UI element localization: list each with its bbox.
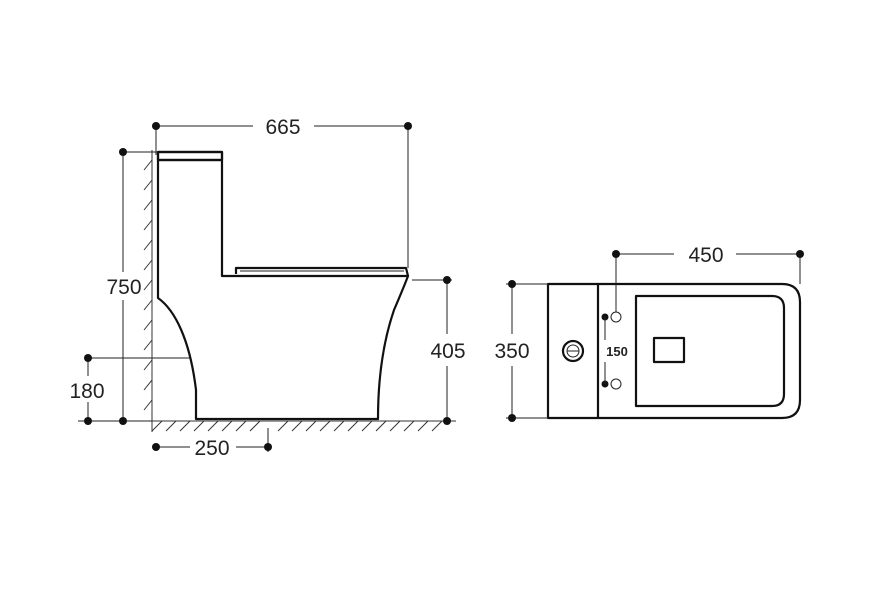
mounting-hole-icon [610,378,622,390]
dim-405: 405 [412,276,466,425]
bowl-rim [634,294,786,408]
floor-hatching [151,420,456,432]
flush-button-icon [561,339,585,363]
dim-250-label: 250 [194,437,229,460]
tank-lid [156,150,224,162]
toilet-side-outline [156,150,410,421]
dim-665: 665 [152,116,412,268]
dim-180: 180 [69,354,105,425]
seat-lid [234,266,410,277]
side-view: 665 750 180 250 [69,116,465,460]
dim-665-label: 665 [265,116,300,139]
wall-hatching [143,150,153,432]
dim-405-label: 405 [430,340,465,363]
mounting-hole-icon [610,311,622,323]
drain-opening [652,336,686,364]
dim-350: 350 [494,280,548,422]
dim-180-label: 180 [69,380,104,403]
dim-450-label: 450 [688,244,723,267]
dim-150-label: 150 [606,344,628,359]
dim-750-label: 750 [106,276,141,299]
toilet-top-outline [546,282,802,420]
dim-250: 250 [152,428,272,460]
top-view: 150 450 350 [494,244,804,422]
dim-450: 450 [612,244,804,312]
dim-350-label: 350 [494,340,529,363]
